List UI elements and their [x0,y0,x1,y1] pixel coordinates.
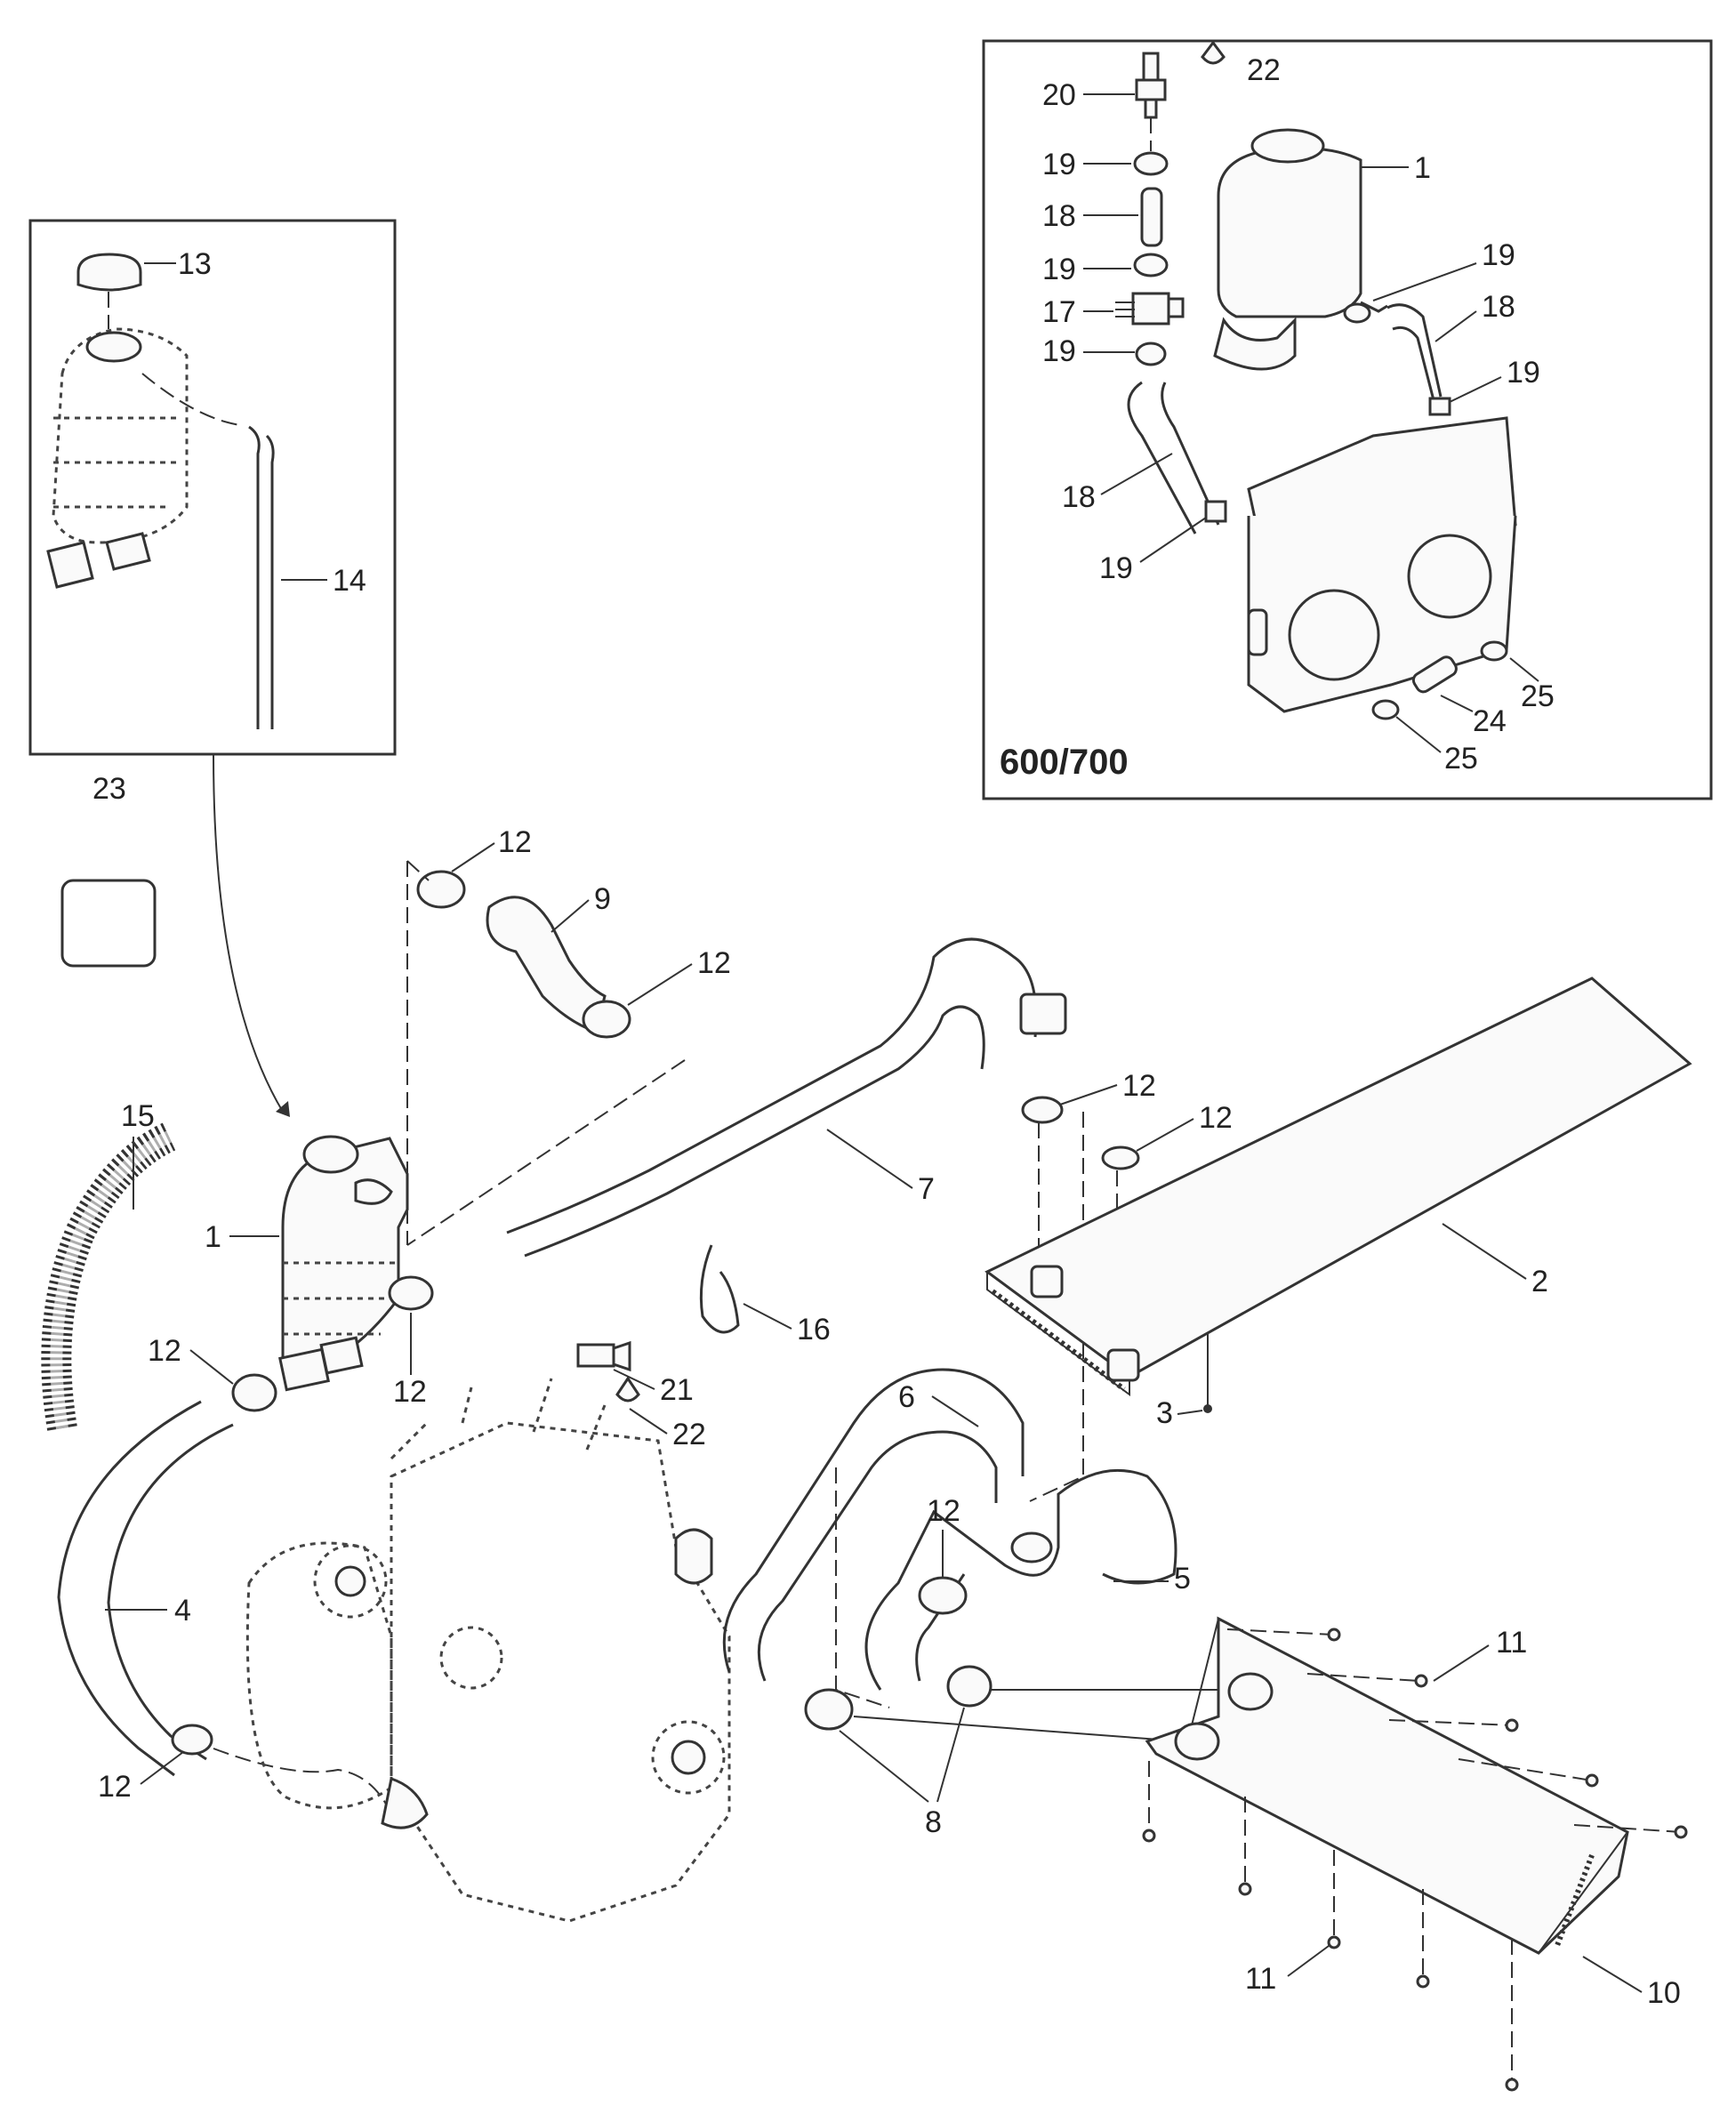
callout-8: 8 [925,1805,942,1839]
part-23-box [60,879,157,968]
callout-19-b: 19 [1042,253,1076,286]
hose-clamp [1101,1145,1140,1170]
callout-9: 9 [594,882,611,916]
callout-16: 16 [797,1313,831,1346]
callout-19-d: 19 [1482,238,1515,272]
callout-19-e: 19 [1507,356,1540,390]
callout-17: 17 [1042,295,1076,329]
callout-11-b: 11 [1245,1962,1276,1996]
callout-15: 15 [121,1099,155,1133]
callout-18-a: 18 [1042,199,1076,233]
callout-11-a: 11 [1496,1626,1527,1660]
heat-exchanger-bracket-10 [1145,1616,1629,1955]
callout-12-c: 12 [98,1770,132,1804]
coolant-tank-inset-box [28,219,397,756]
callout-4: 4 [174,1594,191,1628]
callout-10: 10 [1647,1976,1681,2010]
callout-19-a: 19 [1042,148,1076,181]
callout-12-h: 12 [927,1494,960,1528]
callout-6: 6 [898,1380,915,1414]
callout-12-b: 12 [148,1334,181,1368]
hose-5 [864,1468,1177,1691]
inset-title: 600/700 [1000,743,1129,782]
callout-22-inset: 22 [1247,53,1281,87]
callout-24: 24 [1473,704,1507,738]
hose-clamp [388,1275,434,1311]
hose-6 [722,1368,1025,1682]
callout-19-c: 19 [1042,334,1076,368]
callout-12-f: 12 [1122,1069,1156,1103]
seal-ring [946,1665,993,1708]
engine-block [245,1378,731,1923]
corrugated-hose-15 [41,1122,176,1431]
callout-1-inset: 1 [1414,151,1431,185]
callout-23: 23 [92,772,126,806]
carburetor-inset-box [982,39,1713,800]
hose-clamp [416,870,466,909]
coolant-tank-1 [278,1135,409,1392]
callout-12-a: 12 [393,1375,427,1409]
temp-sensor-21 [576,1340,631,1372]
callout-2: 2 [1531,1265,1548,1298]
callout-1: 1 [205,1220,221,1254]
sealant-22 [615,1376,640,1403]
callout-19-f: 19 [1099,551,1133,585]
callout-14: 14 [333,564,366,598]
seal-ring [804,1688,854,1731]
hose-clamp [918,1576,968,1615]
callout-12-d: 12 [498,825,532,859]
hose-clamp [1021,1096,1064,1124]
inset-pointer-arrow [213,753,284,1113]
callout-25-a: 25 [1521,679,1555,713]
hose-4 [57,1400,234,1777]
hose-clamp [231,1373,277,1412]
callout-21: 21 [660,1373,694,1407]
callout-13: 13 [178,247,212,281]
callout-3: 3 [1156,1396,1173,1430]
callout-12-e: 12 [697,946,731,980]
callout-7: 7 [918,1172,935,1206]
tie-clip-16 [699,1244,740,1334]
callout-18-b: 18 [1482,290,1515,324]
hose-7 [506,937,1038,1258]
callout-25-b: 25 [1444,742,1478,776]
callout-20: 20 [1042,78,1076,112]
callout-5: 5 [1174,1562,1191,1596]
callout-18-c: 18 [1062,480,1096,514]
hose-clamp [582,1000,631,1039]
radiator-2 [985,977,1692,1396]
hose-clamp [171,1724,213,1756]
callout-22: 22 [672,1418,706,1451]
callout-12-g: 12 [1199,1101,1233,1135]
